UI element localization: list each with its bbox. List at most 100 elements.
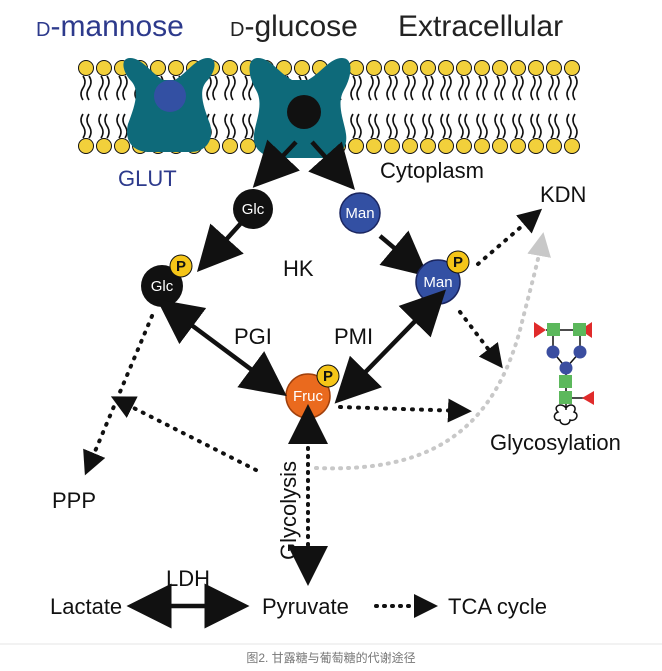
lipid-head bbox=[564, 138, 580, 154]
lipid-tail bbox=[86, 113, 92, 139]
lipid-tail bbox=[446, 75, 452, 101]
lipid-tail bbox=[116, 113, 122, 139]
lipid-tail bbox=[440, 75, 446, 101]
lipid-tail bbox=[500, 113, 506, 139]
lipid-tail bbox=[392, 75, 398, 101]
ldh-label: LDH bbox=[166, 566, 210, 591]
lipid-head bbox=[222, 60, 238, 76]
lipid-tail bbox=[224, 113, 230, 139]
d-mannose-label: D-mannose bbox=[36, 10, 184, 43]
lipid-tail bbox=[428, 75, 434, 101]
lipid-tail bbox=[518, 113, 524, 139]
lipid-head bbox=[78, 138, 94, 154]
lipid-head bbox=[564, 60, 580, 76]
lipid-head bbox=[546, 138, 562, 154]
svg-text:P: P bbox=[453, 254, 463, 271]
lipid-tail bbox=[410, 113, 416, 139]
lipid-head bbox=[438, 138, 454, 154]
lipid-tail bbox=[368, 75, 374, 101]
lipid-head bbox=[96, 60, 112, 76]
lipid-head bbox=[492, 138, 508, 154]
lipid-tail bbox=[566, 75, 572, 101]
lipid-tail bbox=[350, 113, 356, 139]
lipid-head bbox=[402, 138, 418, 154]
isomerase-arrows bbox=[156, 289, 446, 404]
svg-text:Glc: Glc bbox=[242, 201, 265, 218]
lipid-tail bbox=[566, 113, 572, 139]
lipid-head bbox=[150, 60, 166, 76]
lipid-tail bbox=[548, 75, 554, 101]
lipid-tail bbox=[476, 113, 482, 139]
phosphate-badge-glc bbox=[169, 254, 193, 278]
mannose-molecule bbox=[154, 80, 186, 112]
lipid-head bbox=[222, 138, 238, 154]
pmi-label: PMI bbox=[334, 324, 373, 349]
svg-text:Man: Man bbox=[423, 274, 452, 291]
lipid-tail bbox=[464, 113, 470, 139]
lipid-tail bbox=[356, 113, 362, 139]
lipid-head bbox=[456, 60, 472, 76]
lipid-tail bbox=[206, 75, 212, 101]
lipid-head bbox=[546, 60, 562, 76]
lipid-tail bbox=[224, 75, 230, 101]
figure-caption: 图2. 甘露糖与葡萄糖的代谢途径 bbox=[246, 650, 415, 665]
lipid-tail bbox=[464, 75, 470, 101]
lipid-tail bbox=[554, 75, 560, 101]
lipid-tail bbox=[440, 113, 446, 139]
glycan-structure bbox=[534, 322, 594, 426]
lipid-head bbox=[492, 60, 508, 76]
lipid-tail bbox=[518, 75, 524, 101]
lipid-tail bbox=[512, 113, 518, 139]
lipid-tail bbox=[386, 113, 392, 139]
lipid-head bbox=[402, 60, 418, 76]
glc-node: Glc bbox=[233, 189, 273, 229]
glut-label: GLUT bbox=[118, 166, 177, 191]
lipid-tail bbox=[476, 75, 482, 101]
lipid-tail bbox=[80, 75, 86, 101]
lipid-tail bbox=[230, 113, 236, 139]
lipid-tail bbox=[350, 75, 356, 101]
lipid-tail bbox=[104, 75, 110, 101]
glycolysis-label: Glycolysis bbox=[276, 461, 301, 560]
lipid-tail bbox=[98, 113, 104, 139]
lipid-head bbox=[366, 60, 382, 76]
glut-transporter-mannose bbox=[123, 58, 215, 152]
lipid-tail bbox=[242, 113, 248, 139]
lipid-tail bbox=[230, 75, 236, 101]
extracellular-label: Extracellular bbox=[398, 10, 563, 43]
glut-transporter-glucose bbox=[249, 58, 351, 158]
lipid-tail bbox=[536, 113, 542, 139]
lipid-tail bbox=[356, 75, 362, 101]
lipid-tail bbox=[122, 113, 128, 139]
lipid-head bbox=[78, 60, 94, 76]
lipid-head bbox=[420, 60, 436, 76]
lipid-head bbox=[438, 60, 454, 76]
lipid-tail bbox=[242, 75, 248, 101]
lipid-tail bbox=[98, 75, 104, 101]
lipid-tail bbox=[482, 75, 488, 101]
lipid-tail bbox=[404, 75, 410, 101]
tca-cycle-label: TCA cycle bbox=[448, 594, 547, 619]
lipid-tail bbox=[386, 75, 392, 101]
lipid-tail bbox=[494, 75, 500, 101]
svg-text:P: P bbox=[323, 368, 333, 385]
lipid-head bbox=[348, 60, 364, 76]
lipid-tail bbox=[410, 75, 416, 101]
hk-label: HK bbox=[283, 256, 314, 281]
lipid-head bbox=[168, 60, 184, 76]
svg-text:Fruc: Fruc bbox=[293, 388, 324, 405]
lipid-head bbox=[510, 60, 526, 76]
lipid-tail bbox=[512, 75, 518, 101]
glc-6-phosphate-node: Glc P bbox=[141, 254, 193, 307]
lipid-head bbox=[528, 60, 544, 76]
svg-text:P: P bbox=[176, 258, 186, 275]
lipid-tail bbox=[458, 75, 464, 101]
lipid-head bbox=[384, 138, 400, 154]
lipid-tail bbox=[116, 75, 122, 101]
phosphate-badge-man bbox=[446, 250, 470, 274]
man-6-phosphate-node: Man P bbox=[415, 250, 470, 305]
kdn-label: KDN bbox=[540, 182, 586, 207]
lipid-tail bbox=[530, 113, 536, 139]
lipid-tail bbox=[86, 75, 92, 101]
